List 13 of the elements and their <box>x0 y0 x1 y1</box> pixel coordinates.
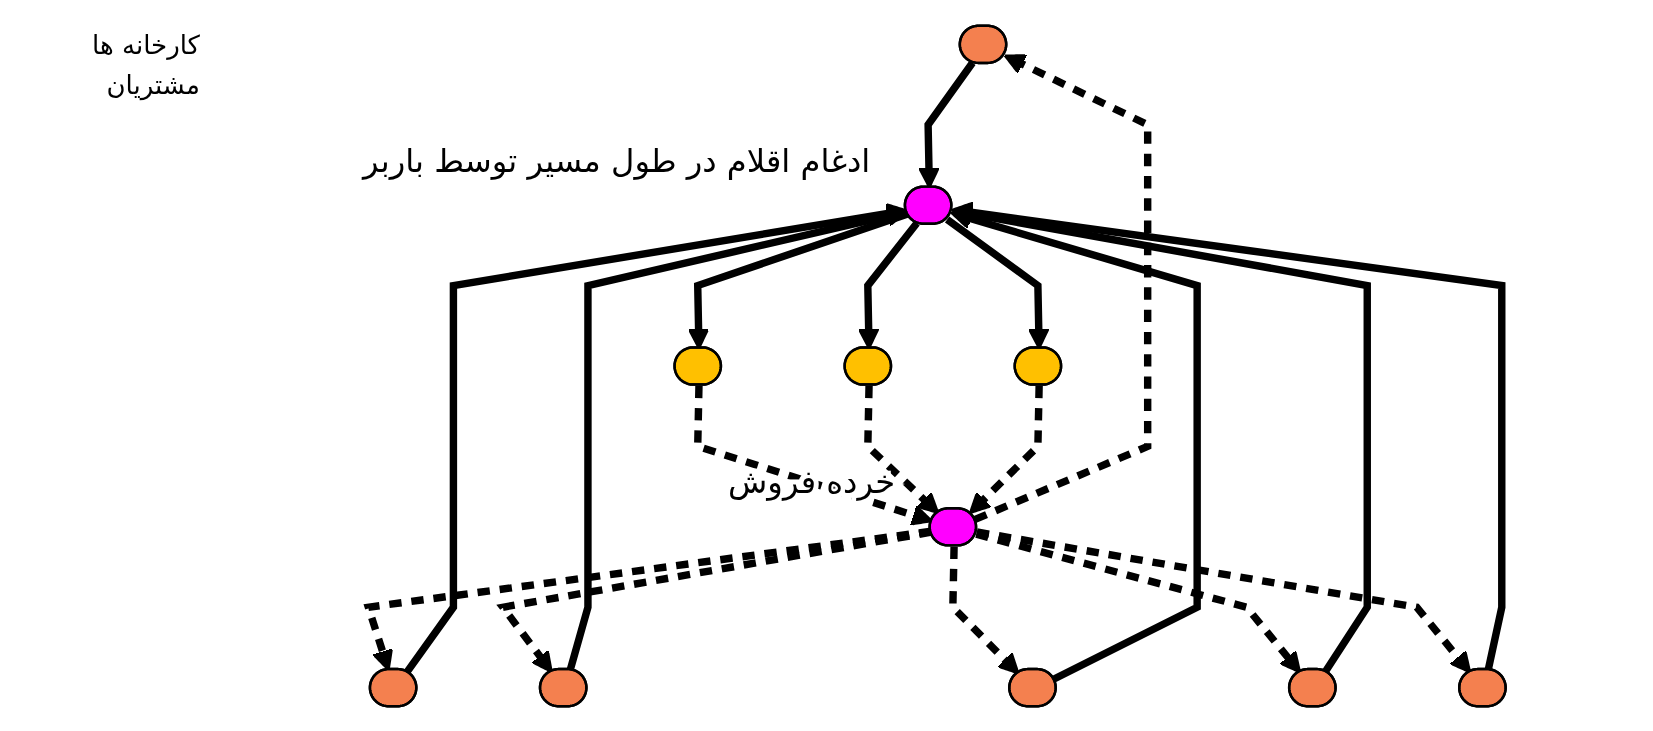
arrow <box>974 530 1301 673</box>
arrow <box>968 385 1043 514</box>
arrow <box>975 527 1471 673</box>
arrow <box>403 202 908 674</box>
arrow <box>495 527 932 673</box>
row-label: مشتریان <box>105 70 200 100</box>
arrow <box>950 201 1505 671</box>
arrow <box>973 53 1151 523</box>
arrow <box>863 385 939 514</box>
arrow <box>948 546 1020 675</box>
row-label: کارخانه ها <box>91 30 200 60</box>
arrow <box>363 527 932 671</box>
node-caption: ادغام اقلام در طول مسیر توسط باربر <box>362 141 870 180</box>
